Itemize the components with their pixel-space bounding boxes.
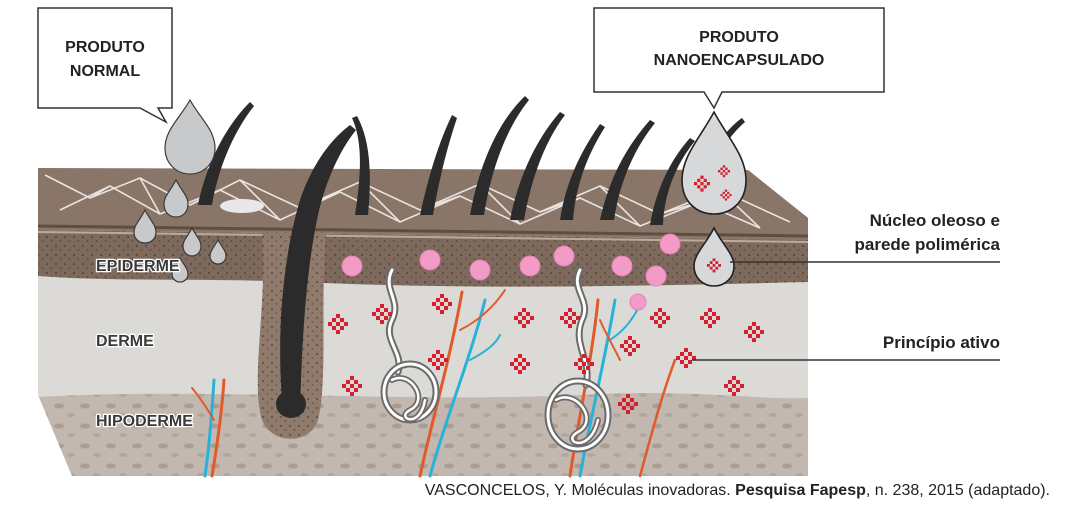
normal-callout-line-1: PRODUTO: [65, 39, 145, 56]
nano-product-callout: PRODUTO NANOENCAPSULADO: [593, 7, 885, 110]
blood-vessels: [191, 289, 677, 478]
epidermis-label: EPIDERME: [96, 258, 180, 275]
capsule-legend-line-2: parede polimérica: [854, 235, 1000, 254]
nano-capsules: [341, 233, 681, 311]
active-legend: Princípio ativo: [692, 333, 1000, 361]
normal-callout-line-2: NORMAL: [70, 63, 140, 80]
active-legend-label: Princípio ativo: [883, 333, 1000, 352]
hairs: [198, 96, 745, 225]
surface-product-spot: [220, 199, 264, 213]
nano-product-drops: [681, 110, 747, 287]
source-citation: VASCONCELOS, Y. Moléculas inovadoras. Pe…: [0, 482, 1050, 500]
capsule-legend: Núcleo oleoso e parede polimérica: [730, 211, 1001, 263]
citation-issue: , n. 238, 2015 (adaptado).: [865, 482, 1050, 499]
citation-author-title: VASCONCELOS, Y. Moléculas inovadoras.: [424, 482, 736, 499]
dermis-label: DERME: [96, 333, 154, 350]
normal-product-drops: [133, 98, 227, 283]
nano-drop-small: [693, 226, 735, 287]
normal-product-callout: PRODUTO NORMAL: [37, 7, 173, 124]
nano-callout-line-2: NANOENCAPSULADO: [654, 52, 825, 69]
hypodermis-label: HIPODERME: [96, 413, 193, 430]
citation-journal: Pesquisa Fapesp: [735, 482, 866, 499]
capsule-legend-line-1: Núcleo oleoso e: [870, 211, 1000, 230]
nano-callout-line-1: PRODUTO: [699, 29, 779, 46]
hair-follicle: [257, 125, 356, 439]
nano-drop-large: [681, 110, 747, 215]
